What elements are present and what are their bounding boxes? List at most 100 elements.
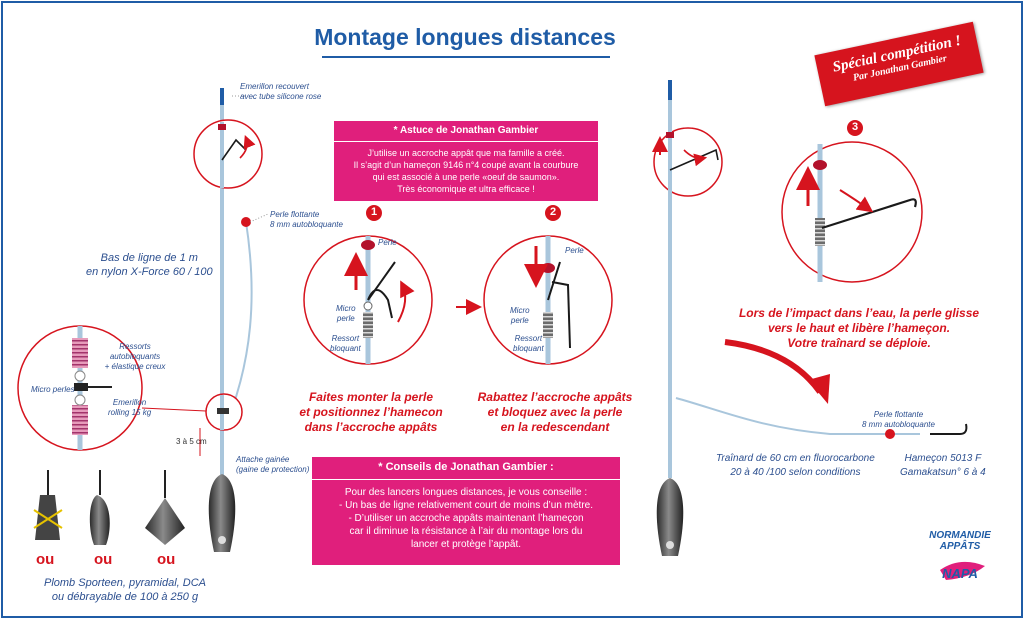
step-3-circle (781, 141, 923, 283)
label-perle-step1: Perle (378, 238, 397, 247)
astuce-box: * Astuce de Jonathan Gambier J’utilise u… (334, 121, 598, 201)
step-1-circle (303, 235, 433, 365)
label-ressorts: Ressorts autobloquants + élastique creux (100, 342, 170, 372)
label-line: avec tube silicone rose (240, 92, 322, 101)
conseils-box: * Conseils de Jonathan Gambier : Pour de… (312, 457, 620, 565)
conseils-line1: Pour des lancers longues distances, je v… (344, 487, 588, 498)
left-lead-weight (208, 474, 236, 552)
label-line: Hameçon 5013 F (904, 453, 982, 464)
astuce-line3: qui est associé à une perle «oeuf de sau… (372, 172, 560, 182)
label-plomb: Plomb Sporteen, pyramidal, DCA ou débray… (44, 576, 206, 604)
label-line: Micro (336, 304, 356, 313)
label-line: 8 mm autobloquante (862, 420, 935, 429)
label-micro-perle-step1: Micro perle (336, 304, 356, 324)
label-micro-perle-step2: Micro perle (510, 306, 530, 326)
logo-fish (940, 561, 985, 580)
step-2-badge (545, 205, 561, 221)
caption-line: dans l’accroche appâts (304, 420, 438, 434)
step-3-number: 3 (851, 121, 859, 133)
caption-line: et positionnez l’hamecon (299, 405, 443, 419)
right-hook (930, 423, 968, 435)
step-1-caption: Faites monter la perle et positionnez l’… (296, 390, 446, 435)
conseils-line5: lancer et protège l’appât. (410, 539, 522, 550)
conseils-line2: - Un bas de ligne relativement court de … (338, 500, 593, 511)
logo-line2: APPÂTS (939, 541, 981, 552)
left-leader-line (229, 221, 253, 416)
logo-line1: NORMANDIE (929, 530, 991, 541)
label-line: perle (336, 314, 355, 323)
label-emerillon-rolling: Emerillon rolling 15 kg (108, 398, 151, 418)
step-2-circle (483, 235, 613, 365)
step-1-badge (366, 205, 382, 221)
page-title: Montage longues distances (314, 24, 616, 50)
label-line: + élastique creux (104, 362, 166, 371)
conseils-line3: - D’utiliser un accroche appâts maintena… (348, 513, 584, 524)
label-line: perle (510, 316, 529, 325)
logo-line3: NAPA (942, 566, 978, 581)
right-trainard-line (675, 397, 920, 435)
label-line: (gaine de protection) (236, 465, 310, 474)
step-2-number: 2 (549, 206, 557, 218)
label-line: Micro (510, 306, 530, 315)
label-line: Perle flottante (873, 410, 924, 419)
conseils-line4: car il diminue la résistance à l’air du … (349, 526, 583, 537)
label-perle-flottante-right: Perle flottante 8 mm autobloquante (862, 410, 935, 430)
title-underline (322, 56, 610, 58)
label-line: autobloquants (109, 352, 161, 361)
label-perle-flottante-left: Perle flottante 8 mm autobloquante (270, 210, 343, 230)
label-line: 8 mm autobloquante (270, 220, 343, 229)
lead-options (33, 470, 185, 545)
astuce-line4: Très économique et ultra efficace ! (397, 184, 535, 194)
label-line: bloquant (330, 344, 361, 353)
label-perle-step2: Perle (565, 246, 584, 255)
caption-line: vers le haut et libère l’hameçon. (767, 321, 951, 335)
label-line: Attache gainée (236, 455, 290, 464)
left-float-bead (241, 217, 251, 227)
step-2-caption: Rabattez l’accroche appâts et bloquez av… (470, 390, 640, 435)
astuce-header: * Astuce de Jonathan Gambier (334, 121, 598, 142)
astuce-line1: J’utilise un accroche appât que ma famil… (367, 148, 565, 158)
label-ressort-step2: Ressort bloquant (513, 334, 544, 354)
label-distance: 3 à 5 cm (176, 437, 207, 446)
label-line: Gamakatsun° 6 à 4 (900, 467, 986, 478)
left-top-detail-circle (193, 119, 263, 189)
label-micro-perles: Micro perles (31, 385, 75, 394)
conseils-header: * Conseils de Jonathan Gambier : (312, 457, 620, 480)
label-bas-de-ligne: Bas de ligne de 1 m en nylon X-Force 60 … (86, 251, 213, 279)
label-line: 20 à 40 /100 selon conditions (730, 467, 861, 478)
label-ressort-step1: Ressort bloquant (330, 334, 361, 354)
caption-line: Rabattez l’accroche appâts (477, 390, 633, 404)
label-line: Emerillon (112, 398, 147, 407)
caption-line: et bloquez avec la perle (487, 405, 623, 419)
label-line: ou débrayable de 100 à 250 g (51, 591, 199, 603)
ou-2: ou (94, 551, 113, 568)
caption-line: Votre traînard se déploie. (787, 336, 931, 350)
label-trainard: Traînard de 60 cm en fluorocarbone 20 à … (716, 452, 875, 480)
label-line: Emerillon recouvert (240, 82, 309, 91)
left-rig (193, 88, 269, 552)
ou-1: ou (36, 551, 55, 568)
label-line: rolling 15 kg (108, 408, 152, 417)
astuce-line2: Il s’agit d’un hameçon 9146 n°4 coupé av… (353, 160, 579, 170)
ou-3: ou (157, 551, 176, 568)
label-line: bloquant (513, 344, 544, 353)
label-line: Perle flottante (270, 210, 320, 219)
caption-line: Lors de l’impact dans l’eau, la perle gl… (738, 306, 980, 320)
label-attache: Attache gainée (gaine de protection) (236, 455, 309, 475)
label-line: Ressorts (119, 342, 151, 351)
right-rig (652, 80, 968, 556)
caption-line: Faites monter la perle (308, 390, 434, 404)
label-hamecon: Hameçon 5013 F Gamakatsun° 6 à 4 (900, 452, 986, 480)
left-large-detail (17, 325, 207, 451)
label-line: en nylon X-Force 60 / 100 (86, 266, 213, 278)
step-1-number: 1 (370, 206, 378, 218)
label-emerillon-recouvert: Emerillon recouvert avec tube silicone r… (240, 82, 321, 102)
step-3-caption: Lors de l’impact dans l’eau, la perle gl… (724, 306, 994, 351)
label-line: Plomb Sporteen, pyramidal, DCA (44, 577, 207, 589)
label-line: Traînard de 60 cm en fluorocarbone (716, 453, 875, 464)
step-3-badge (847, 120, 863, 136)
caption-line: en la redescendant (500, 420, 610, 434)
